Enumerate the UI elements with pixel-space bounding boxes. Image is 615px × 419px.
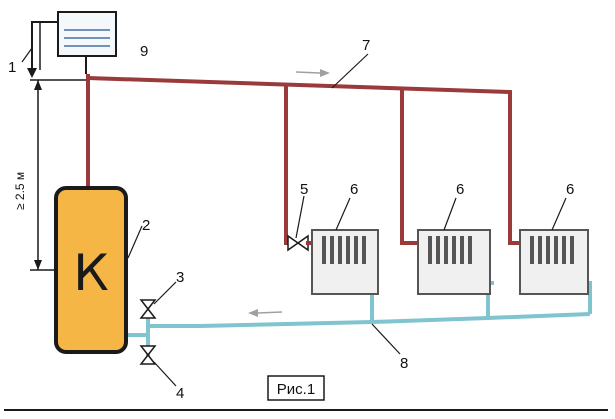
figure-caption: Рис.1 bbox=[267, 375, 325, 401]
height-dimension: ≥ 2.5 м bbox=[13, 79, 86, 271]
callout-5: 5 bbox=[300, 181, 308, 198]
valve-3 bbox=[139, 299, 157, 319]
callout-3: 3 bbox=[176, 269, 184, 286]
callout-6: 6 bbox=[456, 181, 464, 198]
radiator bbox=[417, 229, 491, 295]
caption-text: Рис.1 bbox=[277, 381, 315, 398]
expansion-tank bbox=[57, 11, 117, 74]
boiler: К bbox=[54, 186, 128, 354]
callout-8: 8 bbox=[400, 355, 408, 372]
callout-9: 9 bbox=[140, 43, 148, 60]
callout-2: 2 bbox=[142, 217, 150, 234]
boiler-letter: К bbox=[73, 244, 109, 302]
return-flow-arrow bbox=[248, 309, 283, 317]
valve-4 bbox=[139, 345, 157, 365]
radiator bbox=[311, 229, 379, 295]
callout-4: 4 bbox=[176, 385, 184, 402]
callout-7: 7 bbox=[362, 37, 370, 54]
overflow-pipe bbox=[27, 21, 58, 78]
radiator bbox=[519, 229, 589, 295]
height-label: ≥ 2.5 м bbox=[13, 172, 27, 210]
callout-1: 1 bbox=[8, 59, 16, 76]
valve-5 bbox=[287, 234, 312, 252]
leader-lines bbox=[21, 47, 567, 387]
supply-flow-arrow bbox=[295, 69, 330, 77]
supply-pipe bbox=[86, 74, 520, 245]
callout-6: 6 bbox=[566, 181, 574, 198]
callout-6: 6 bbox=[350, 181, 358, 198]
